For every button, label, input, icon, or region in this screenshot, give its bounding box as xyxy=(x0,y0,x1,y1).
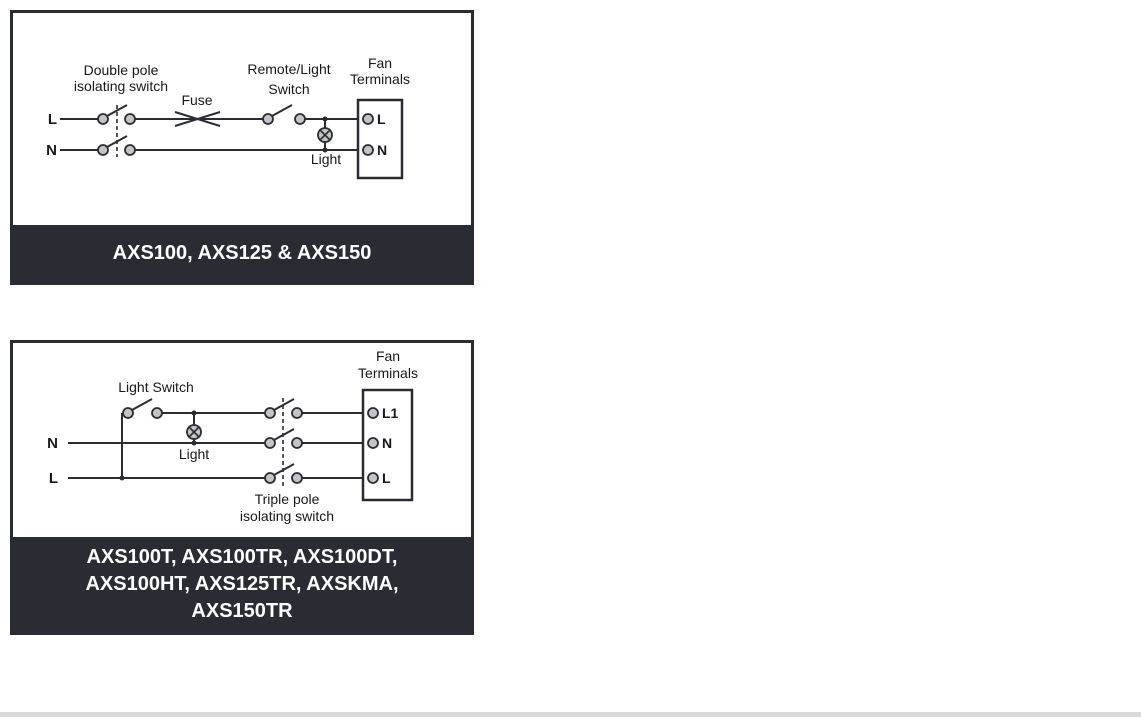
fuse-label: Fuse xyxy=(181,92,212,108)
light-label: Light xyxy=(179,446,209,462)
panel2-caption-line1: AXS100T, AXS100TR, AXS100DT, xyxy=(86,546,398,568)
triple-pole-label-line2: isolating switch xyxy=(240,508,334,524)
fan-terminals-label-line1: Fan xyxy=(376,348,400,364)
fan-terminal-box xyxy=(361,388,414,502)
double-pole-switch-icon xyxy=(97,104,136,157)
fan-terminals-label-line1: Fan xyxy=(368,55,392,71)
diagram-area-2: N L xyxy=(13,343,471,537)
line-label-N: N xyxy=(47,435,58,452)
line-label-N: N xyxy=(46,142,57,159)
line-label-L: L xyxy=(49,470,58,487)
terminal-label-N: N xyxy=(377,142,387,158)
panel1-caption: AXS100, AXS125 & AXS150 xyxy=(13,225,471,282)
remote-switch-label-line2: Switch xyxy=(268,81,309,97)
panel2-caption-line3: AXS150TR xyxy=(191,600,293,622)
terminal-label-L1: L1 xyxy=(382,405,399,421)
lamp-icon xyxy=(186,410,202,446)
lamp-icon xyxy=(317,116,333,153)
panel2-caption: AXS100T, AXS100TR, AXS100DT, AXS100HT, A… xyxy=(13,537,471,632)
page-footer-strip xyxy=(0,712,1141,717)
panel1-caption-text: AXS100, AXS125 & AXS150 xyxy=(112,242,372,264)
light-label: Light xyxy=(311,151,341,167)
live-feed-riser xyxy=(119,413,125,481)
panel2-caption-line2: AXS100HT, AXS125TR, AXSKMA, xyxy=(85,573,399,595)
terminal-label-L: L xyxy=(382,470,391,486)
terminal-label-L: L xyxy=(377,111,386,127)
diagram-area-1: L N Double pole xyxy=(13,13,471,225)
fan-terminals-label-line2: Terminals xyxy=(350,71,410,87)
terminal-label-N: N xyxy=(382,435,392,451)
remote-switch-label-line1: Remote/Light xyxy=(247,61,330,77)
fan-terminals-label-line2: Terminals xyxy=(358,365,418,381)
light-switch-label: Light Switch xyxy=(118,379,193,395)
triple-pole-label-line1: Triple pole xyxy=(255,491,320,507)
fan-terminal-box xyxy=(356,98,404,180)
wiring-panel-axs100t: N L xyxy=(10,340,474,635)
fuse-icon xyxy=(174,111,221,127)
double-pole-label-line1: Double pole xyxy=(84,62,159,78)
light-switch-icon xyxy=(122,398,163,419)
double-pole-label-line2: isolating switch xyxy=(74,78,168,94)
wiring-panel-axs100: L N Double pole xyxy=(10,10,474,285)
triple-pole-switch-icon xyxy=(264,398,303,489)
wiring-diagram-1: L N Double pole xyxy=(46,55,410,180)
remote-light-switch-icon xyxy=(262,104,306,125)
line-label-L: L xyxy=(48,111,57,128)
wiring-diagram-2: N L xyxy=(47,348,418,524)
